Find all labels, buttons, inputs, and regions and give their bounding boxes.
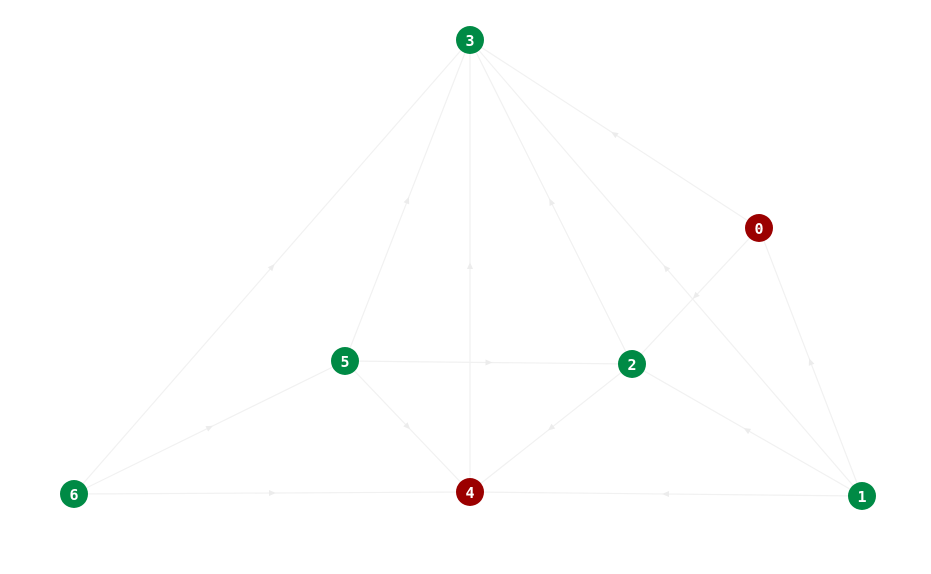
node-6[interactable]: 6: [60, 480, 88, 508]
node-2[interactable]: 2: [618, 350, 646, 378]
node-3[interactable]: 3: [456, 26, 484, 54]
edge-arrow-2-4: [547, 423, 556, 431]
node-circle-6[interactable]: [60, 480, 88, 508]
node-circle-5[interactable]: [331, 347, 359, 375]
node-4[interactable]: 4: [456, 478, 484, 506]
node-1[interactable]: 1: [848, 482, 876, 510]
edge-arrow-5-4: [403, 422, 411, 430]
edge-arrow-1-4: [662, 491, 670, 498]
edge-arrow-0-3: [611, 131, 619, 139]
edge-arrow-6-3: [267, 263, 275, 272]
edge-arrow-6-5: [205, 425, 214, 432]
edge-arrow-0-2: [692, 291, 700, 299]
edge-arrow-1-0: [808, 358, 815, 366]
node-circle-2[interactable]: [618, 350, 646, 378]
node-5[interactable]: 5: [331, 347, 359, 375]
edge-arrow-5-2: [485, 359, 493, 366]
edge-arrow-1-3: [663, 264, 671, 273]
node-circle-1[interactable]: [848, 482, 876, 510]
edge-arrow-2-3: [549, 198, 556, 207]
node-0[interactable]: 0: [745, 214, 773, 242]
node-circle-4[interactable]: [456, 478, 484, 506]
edges-layer: [73, 39, 863, 498]
edge-arrow-5-3: [403, 196, 410, 205]
node-circle-3[interactable]: [456, 26, 484, 54]
node-circle-0[interactable]: [745, 214, 773, 242]
edge-arrow-1-2: [743, 428, 752, 435]
edge-arrow-6-4: [268, 490, 276, 497]
edge-arrow-4-3: [467, 262, 473, 269]
